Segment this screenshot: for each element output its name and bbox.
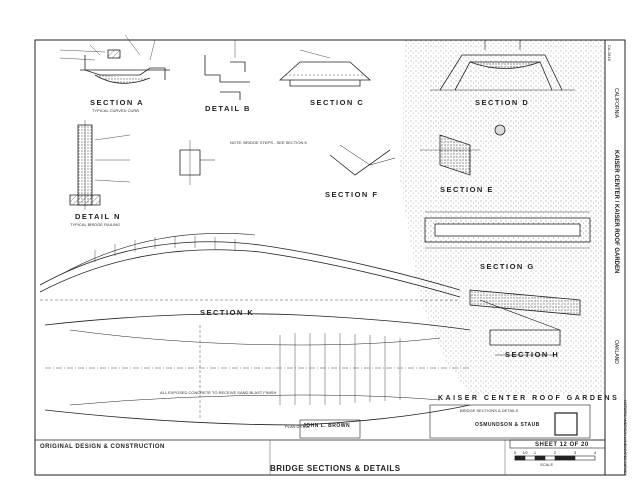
title-block-boxes [299,404,606,449]
bridge-elevation [39,233,461,301]
section-g-label: SECTION G [480,262,535,271]
detail-n-drawing [69,120,131,210]
section-k-label: SECTION K [200,308,255,317]
side-city: OAKLAND [613,340,619,364]
project-title: KAISER CENTER ROOF GARDENS [438,395,620,402]
section-e-drawing [420,124,506,176]
section-a-label: SECTION A [90,98,145,107]
side-state: CALIFORNIA [613,88,619,119]
section-a-drawing [59,34,170,84]
detail-n-label: DETAIL N [75,212,121,221]
section-g-drawing [469,289,581,356]
graphic-scale [514,455,596,461]
sheet-number: SHEET 12 OF 20 [535,442,589,448]
section-f-drawing [424,211,591,249]
section-d-drawing [430,39,575,91]
section-h-label: SECTION H [505,350,560,359]
side-project-title: KAISER CENTER / KAISER ROOF GARDEN [613,150,619,274]
scale-tick-label: 2 [554,450,557,455]
section-f-label: SECTION F [325,190,379,199]
scale-tick-label: 3 [574,450,577,455]
scale-tick-label: 0 [514,450,517,455]
section-a-sublabel: TYPICAL CURVED CURB [92,108,139,113]
detail-e-drawing [179,140,396,185]
scale-note: SCALE [540,462,554,467]
stipple-overlay [400,40,605,395]
side-survey-label: HISTORIC AMERICAN LANDSCAPES SURVEY [623,400,627,476]
sheet-outer-border [34,39,626,476]
titleblock-subtitle: BRIDGE SECTIONS & DETAILS [460,408,519,413]
detail-n-sublabel: TYPICAL BRIDGE RAILING [70,222,121,227]
section-c-drawing [278,49,372,87]
plan-detail-label: PLAN DETAIL [285,424,311,429]
section-c-label: SECTION C [310,98,365,107]
finish-note: ALL EXPOSED CONCRETE TO RECEIVE SAND BLA… [160,390,277,395]
firm-name: OSMUNDSON & STAUB [475,422,540,428]
bridge-plan [44,313,471,426]
detail-b-drawing [204,40,250,100]
side-survey-no: CA-2818 [607,45,612,61]
credits-heading: ORIGINAL DESIGN & CONSTRUCTION [40,444,165,450]
bridge-note: NOTE: BRIDGE STEPS - SEE SECTION K [230,140,308,145]
scale-tick-label: 1/2 [522,450,528,455]
drawing-title: BRIDGE SECTIONS & DETAILS [270,464,401,473]
section-e-label: SECTION E [440,185,494,194]
section-d-label: SECTION D [475,98,530,107]
detail-b-label: DETAIL B [205,104,251,113]
engineer-name: JOHN L. BROWN [303,423,351,429]
scale-tick-label: 4 [594,450,597,455]
scale-tick-label: 1 [534,450,537,455]
